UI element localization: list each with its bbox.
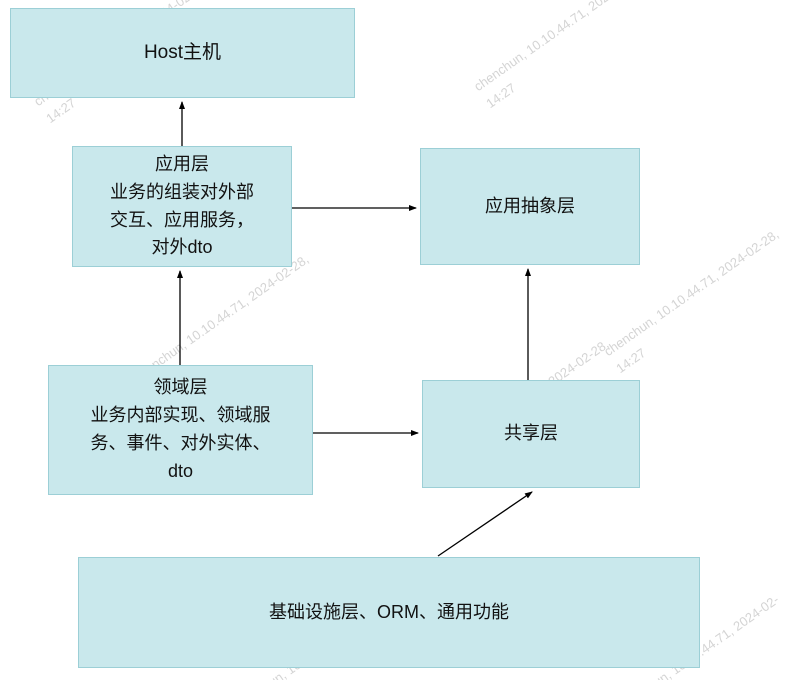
node-domain-layer-label: 领域层 业务内部实现、领域服 务、事件、对外实体、 dto bbox=[90, 377, 271, 481]
node-shared-layer-label: 共享层 bbox=[504, 423, 558, 444]
arrow-infrastructure-to-shared bbox=[437, 491, 533, 557]
node-infrastructure-layer-label: 基础设施层、ORM、通用功能 bbox=[269, 601, 509, 622]
node-domain-layer: 领域层 业务内部实现、领域服 务、事件、对外实体、 dto bbox=[48, 365, 313, 495]
node-host-label: Host主机 bbox=[143, 42, 222, 64]
node-application-abstraction-layer: 应用抽象层 bbox=[420, 148, 640, 265]
node-infrastructure-layer: 基础设施层、ORM、通用功能 bbox=[78, 557, 700, 668]
node-application-layer: 应用层 业务的组装对外部 交互、应用服务， 对外dto bbox=[72, 146, 292, 267]
node-application-layer-label: 应用层 业务的组装对外部 交互、应用服务， 对外dto bbox=[110, 153, 254, 258]
node-shared-layer: 共享层 bbox=[422, 380, 640, 488]
node-host: Host主机 bbox=[10, 8, 355, 98]
watermark: chenchun, 10.10.44.71, 2024-02-28, 14:27 bbox=[471, 0, 651, 111]
node-application-abstraction-layer-label: 应用抽象层 bbox=[485, 195, 575, 216]
